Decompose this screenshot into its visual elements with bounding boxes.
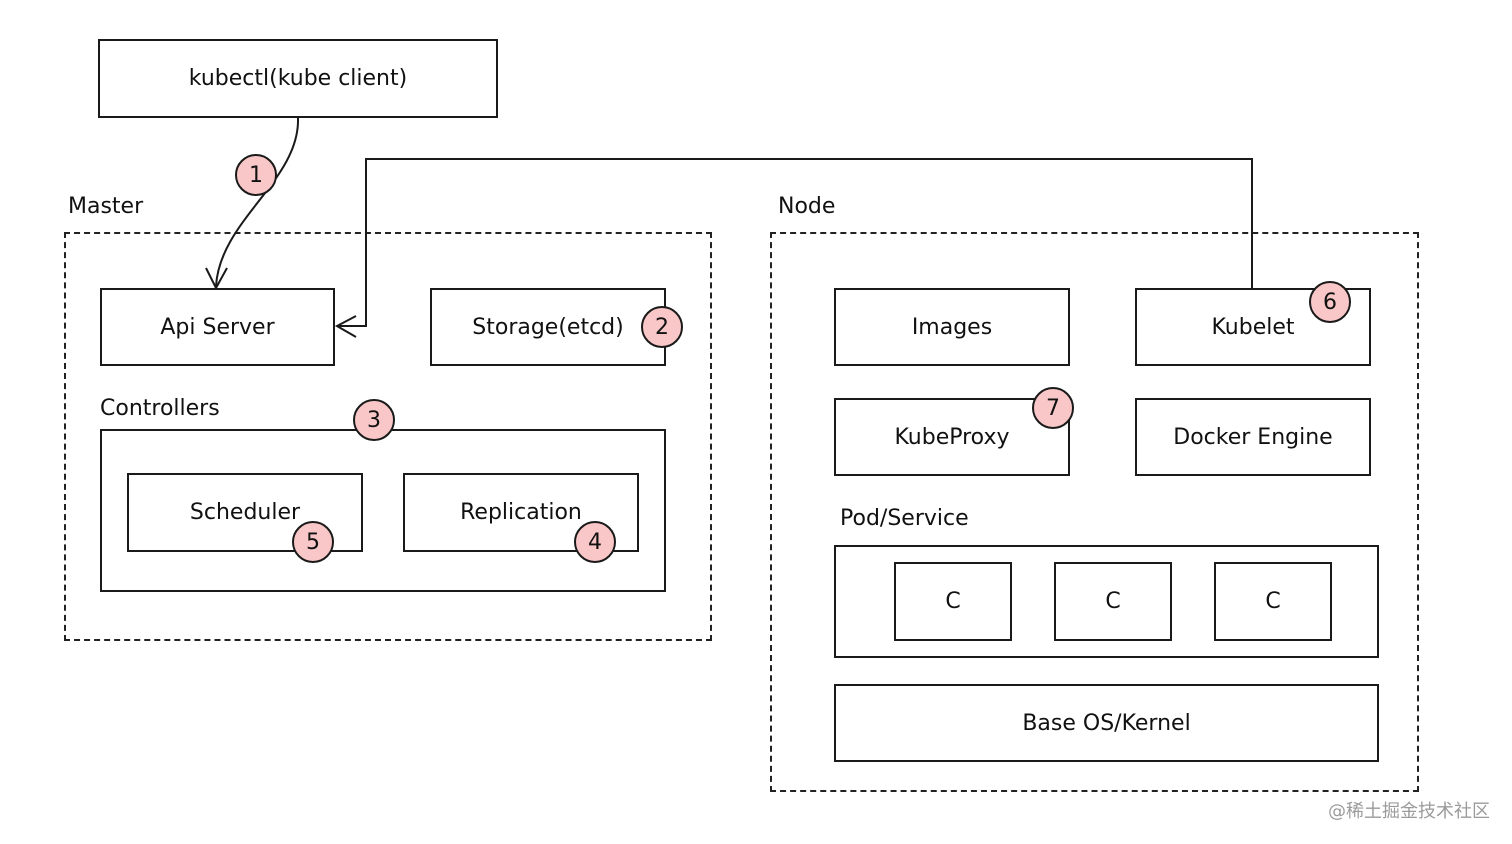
step-badge-6: 6 (1309, 281, 1351, 323)
base-os-kernel-box: Base OS/Kernel (834, 684, 1379, 762)
container-label: C (945, 589, 961, 614)
controllers-title: Controllers (100, 396, 220, 421)
container-box: C (1054, 562, 1172, 641)
pod-service-group (834, 545, 1379, 658)
images-label: Images (911, 314, 993, 340)
docker-engine-label: Docker Engine (1173, 424, 1333, 450)
docker-engine-box: Docker Engine (1135, 398, 1371, 476)
container-box: C (1214, 562, 1332, 641)
pod-service-title: Pod/Service (840, 506, 969, 531)
step-badge-7: 7 (1032, 387, 1074, 429)
storage-etcd-box: Storage(etcd) (430, 288, 666, 366)
api-server-box: Api Server (100, 288, 335, 366)
step-badge-4: 4 (574, 521, 616, 563)
replication-label: Replication (460, 500, 582, 525)
step-badge-5: 5 (292, 521, 334, 563)
api-server-label: Api Server (160, 314, 275, 340)
kubelet-label: Kubelet (1211, 314, 1295, 340)
scheduler-label: Scheduler (189, 500, 301, 525)
kubectl-client-label: kubectl(kube client) (188, 66, 408, 91)
node-title: Node (778, 194, 836, 219)
kubeproxy-label: KubeProxy (894, 424, 1010, 450)
step-badge-3: 3 (353, 399, 395, 441)
step-badge-1: 1 (235, 154, 277, 196)
container-box: C (894, 562, 1012, 641)
master-title: Master (68, 194, 144, 219)
step-badge-2: 2 (641, 306, 683, 348)
container-label: C (1105, 589, 1121, 614)
images-box: Images (834, 288, 1070, 366)
container-label: C (1265, 589, 1281, 614)
kubectl-client-box: kubectl(kube client) (98, 39, 498, 118)
storage-etcd-label: Storage(etcd) (472, 314, 624, 340)
kubeproxy-box: KubeProxy (834, 398, 1070, 476)
scheduler-box: Scheduler (127, 473, 363, 552)
base-os-kernel-label: Base OS/Kernel (1022, 710, 1191, 736)
watermark-text: @稀土掘金技术社区 (1328, 801, 1490, 822)
